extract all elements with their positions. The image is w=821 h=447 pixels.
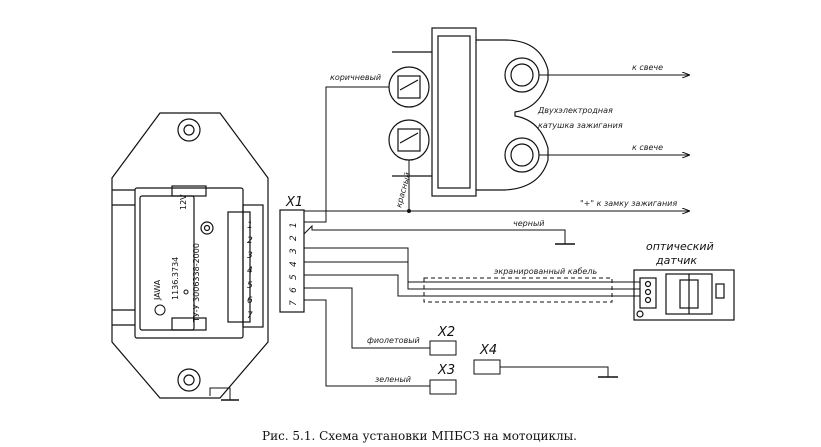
terminal-x2 <box>429 340 457 356</box>
connector-pin-7: 7 <box>289 300 299 306</box>
shielded-cable-label: экранированный кабель <box>494 267 597 276</box>
wire-sensor-4 <box>304 261 640 290</box>
wire-sensor-5 <box>304 274 640 297</box>
connector-pin-3: 3 <box>289 248 299 254</box>
connector-pin-1: 1 <box>289 222 299 228</box>
module-pin-2: 2 <box>247 236 253 246</box>
ignition-module <box>111 112 269 399</box>
module-logo-icon <box>154 304 166 316</box>
sensor-label-line2: датчик <box>655 254 697 267</box>
terminal-x3-label: X3 <box>437 363 455 378</box>
wire-black-label: черный <box>513 219 544 228</box>
module-voltage: 12V <box>179 194 188 210</box>
module-pin-3: 3 <box>247 251 253 261</box>
module-pin-4: 4 <box>247 266 253 276</box>
wire-violet <box>304 287 430 349</box>
connector-x1-label: X1 <box>285 195 303 210</box>
ground-symbol <box>221 243 618 401</box>
ignition-lock-label: "+" к замку зажигания <box>580 199 677 208</box>
wire-green-label: зеленый <box>375 375 411 384</box>
coil-label-line2: катушка зажигания <box>538 121 623 130</box>
terminal-x4 <box>473 359 501 375</box>
wire-violet-label: фиолетовый <box>367 336 420 345</box>
terminal-x2-label: X2 <box>437 325 455 340</box>
coil-label-line1: Двухэлектродная <box>537 106 613 115</box>
wire-green <box>304 299 430 387</box>
terminal-x4-label: X4 <box>479 343 497 358</box>
connector-pin-6: 6 <box>289 287 299 293</box>
junction-dot <box>407 209 411 213</box>
module-pin-6: 6 <box>247 296 253 306</box>
module-part-number: 1136.3734 <box>171 257 180 300</box>
spark-bottom-label: к свече <box>632 143 663 152</box>
sensor-label-line1: оптический <box>646 240 714 253</box>
wire-brown <box>304 86 389 223</box>
connector-pin-2: 2 <box>289 235 299 241</box>
module-brand: JAWA <box>153 279 162 301</box>
wire-sensor-3 <box>304 247 640 283</box>
shielded-cable <box>423 277 613 303</box>
connector-pin-4: 4 <box>289 261 299 267</box>
wire-red-label: красный <box>394 171 412 208</box>
connector-pin-5: 5 <box>289 274 299 280</box>
module-tu: ТУ-У 3006338-2000 <box>192 243 201 323</box>
connector-x1 <box>279 209 305 313</box>
wire-module-ground <box>209 387 231 400</box>
wire-brown-label: коричневый <box>330 73 381 82</box>
module-pin-7: 7 <box>247 311 253 321</box>
ignition-coil <box>388 27 549 197</box>
optical-sensor <box>633 269 735 321</box>
module-pin-1: 1 <box>247 221 253 231</box>
wire-black <box>303 224 566 244</box>
spark-top-label: к свече <box>632 63 663 72</box>
module-pin-5: 5 <box>247 281 253 291</box>
wire-x4-ground <box>500 366 609 377</box>
terminal-x3 <box>429 379 457 395</box>
wire-red <box>304 160 410 212</box>
figure-caption: Рис. 5.1. Схема установки МПБСЗ на мотоц… <box>262 429 577 443</box>
